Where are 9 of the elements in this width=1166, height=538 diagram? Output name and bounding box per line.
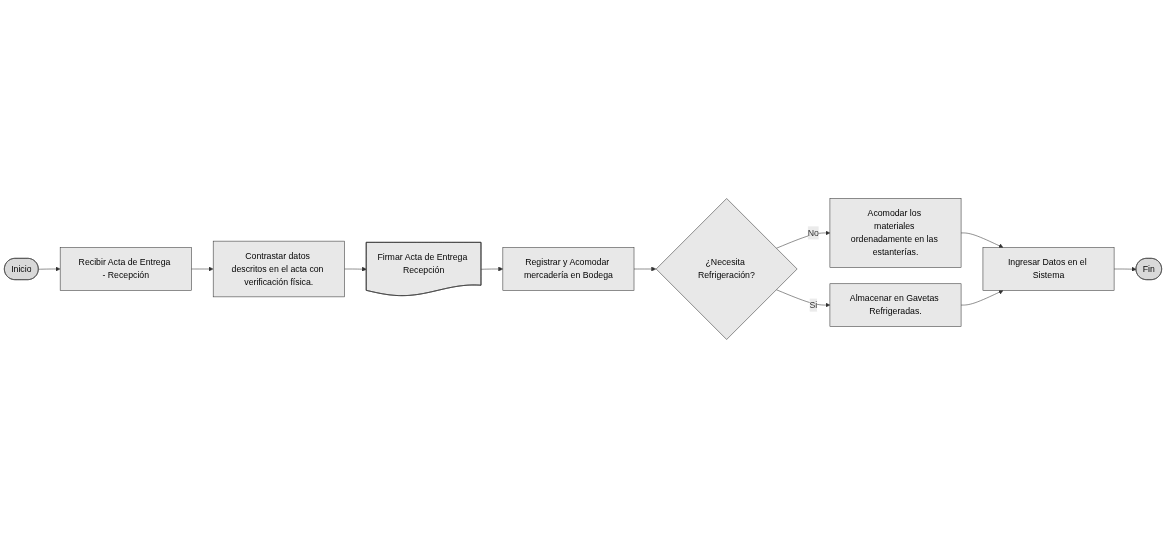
- node-box: Acomodar los materiales ordenadamente en las estanterías.: [829, 198, 962, 268]
- edge-label: Si: [809, 300, 818, 310]
- node-box: Registrar y Acomodar mercadería en Bodega: [502, 247, 635, 291]
- node-box: Ingresar Datos en el Sistema: [982, 247, 1115, 291]
- edge-label: No: [807, 228, 819, 238]
- node-box: Almacenar en Gavetas Refrigeradas.: [829, 283, 962, 327]
- node-diamond: ¿Necesita Refrigeración?: [655, 198, 798, 340]
- node-box: Contrastar datos descritos en el acta con verificación física.: [212, 240, 345, 298]
- node-box: Recibir Acta de Entrega - Recepción: [59, 247, 192, 291]
